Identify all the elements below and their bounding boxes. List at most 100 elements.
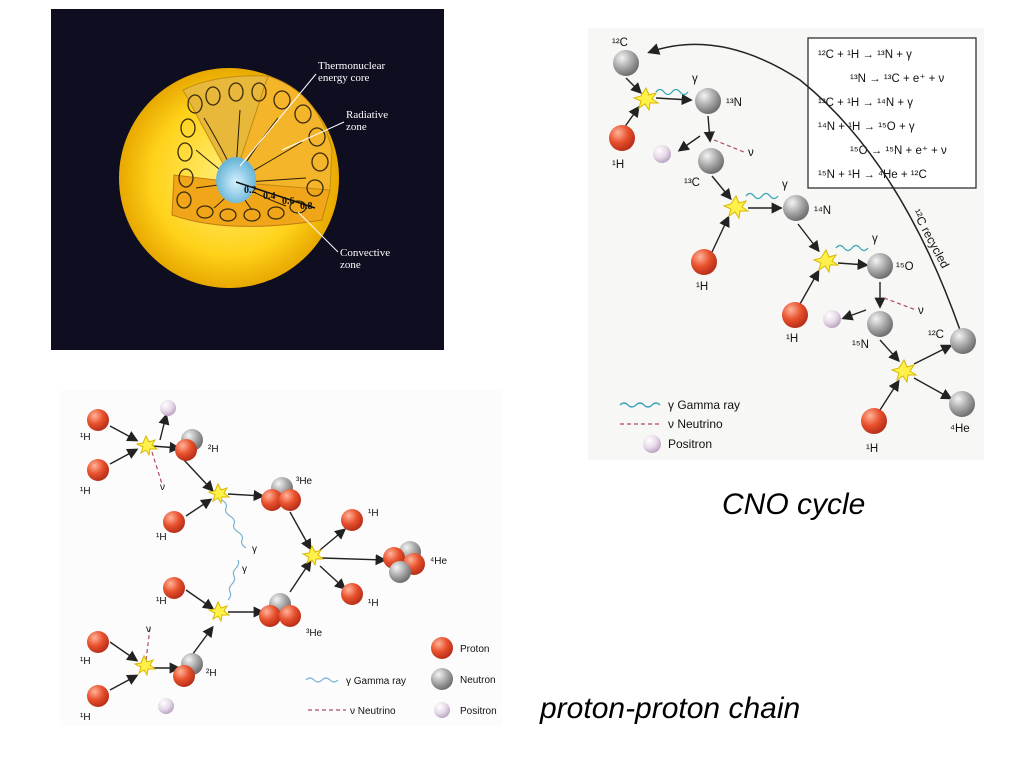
cno-carbon13-nucleus — [698, 148, 724, 174]
cno-oxygen15-nucleus — [867, 253, 893, 279]
convective-label-line1: Convective — [340, 247, 390, 259]
cno-label-h1-b: ¹H — [696, 281, 708, 293]
pp-gamma-wave-top — [221, 499, 247, 549]
pp-proton-a — [87, 409, 109, 431]
pp-proton-d — [163, 577, 185, 599]
pp-legend: Proton Neutron Positron γ Gamma ray ν Ne… — [346, 637, 497, 718]
cno-cycle-diagram: ¹²C + ¹H → ¹³N + γ ¹³N → ¹³C + e⁺ + ν ¹³… — [588, 28, 984, 460]
pp-label-he3-top: ³He — [296, 476, 313, 487]
cno-label-gamma-c: γ — [872, 233, 878, 245]
cno-collision-star-c — [812, 248, 840, 274]
pp-label-h1-f: ¹H — [80, 712, 91, 723]
pp-he3-bot-proton2 — [279, 605, 301, 627]
sun-cutaway-right — [232, 75, 333, 191]
convective-leader-line — [297, 211, 339, 253]
cno-carbon12-product — [950, 328, 976, 354]
pp-collision-star-a — [135, 434, 159, 457]
cno-gamma-wave-a — [655, 88, 689, 96]
pp-collision-star-b — [207, 482, 231, 505]
pp-he3-top-proton1 — [261, 489, 283, 511]
radius-tick-06: 0.6 — [282, 196, 295, 207]
cno-label-h1-a: ¹H — [612, 159, 624, 171]
pp-legend-neutron-swatch — [431, 668, 453, 690]
radiative-leader-line — [281, 121, 345, 151]
pp-legend-gamma-swatch — [305, 677, 339, 683]
pp-legend-proton-label: Proton — [460, 644, 489, 655]
cno-reaction-2: ¹³N → ¹³C + e⁺ + ν — [850, 73, 944, 85]
cno-proton-b — [691, 249, 717, 275]
cno-legend-gamma-swatch — [619, 402, 661, 408]
sun-cutaway-lower — [171, 174, 331, 227]
cno-label-c12-end: ¹²C — [928, 329, 944, 341]
cno-label-n15: ¹⁵N — [852, 339, 869, 351]
cno-label-c12-top: ¹²C — [612, 37, 628, 49]
cno-legend-neutrino-label: ν Neutrino — [668, 417, 723, 431]
cno-label-c13: ¹³C — [684, 177, 700, 189]
cno-carbon12-nucleus — [613, 50, 639, 76]
energy-core — [216, 157, 256, 203]
radius-tick-02: 0.2 — [244, 185, 257, 196]
pp-legend-proton-swatch — [431, 637, 453, 659]
pp-label-h1-a: ¹H — [80, 432, 91, 443]
radius-tick-08: 0.8 — [300, 201, 313, 212]
cno-legend-gamma-label: γ Gamma ray — [668, 398, 740, 412]
pp-neutrino-dash-top — [151, 451, 163, 485]
pp-proton-f — [87, 685, 109, 707]
pp-legend-gamma-label: γ Gamma ray — [346, 676, 406, 687]
cno-reaction-6: ¹⁵N + ¹H → ⁴He + ¹²C — [818, 169, 927, 181]
pp-label-nu-bot: ν — [146, 624, 151, 635]
cno-legend-positron-swatch — [643, 435, 661, 453]
cno-cycle-caption: CNO cycle — [722, 488, 866, 521]
pp-positron-bot — [158, 698, 174, 714]
pp-gamma-wave-bot — [227, 559, 240, 601]
cno-collision-star-a — [632, 86, 660, 112]
pp-proton-out-bot — [341, 583, 363, 605]
pp-label-h1-out-top: ¹H — [368, 508, 379, 519]
cno-gamma-wave-b — [745, 192, 779, 200]
sun-panel: 0.2 0.4 0.6 0.8 Thermonuclear energy cor… — [51, 9, 444, 350]
pp-legend-neutron-label: Neutron — [460, 675, 496, 686]
pp-label-h2-top: ²H — [208, 444, 219, 455]
pp-label-gamma-top: γ — [252, 544, 257, 555]
pp-deuteron-bot-proton — [173, 665, 195, 687]
pp-panel-background — [60, 390, 502, 726]
core-label-line1: Thermonuclear — [318, 60, 386, 72]
pp-proton-out-top — [341, 509, 363, 531]
pp-he3-top-proton2 — [279, 489, 301, 511]
cno-label-n13: ¹³N — [726, 97, 742, 109]
radiative-label-line2: zone — [346, 121, 367, 133]
cno-neutrino-dash-b — [883, 297, 917, 311]
pp-collision-star-c — [207, 600, 231, 623]
pp-label-he4: ⁴He — [430, 556, 448, 567]
core-leader-line — [239, 73, 317, 167]
cno-reaction-4: ¹⁴N + ¹H → ¹⁵O + γ — [818, 121, 915, 133]
pp-collision-star-e — [133, 654, 157, 677]
convective-label-line2: zone — [340, 259, 361, 271]
pp-legend-positron-swatch — [434, 702, 450, 718]
pp-label-he3-bot: ³He — [306, 628, 323, 639]
pp-legend-positron-label: Positron — [460, 706, 497, 717]
cno-label-n14: ¹⁴N — [814, 205, 831, 217]
pp-deuteron-top-proton — [175, 439, 197, 461]
cno-label-nu-a: ν — [748, 147, 754, 159]
sun-cutaway — [182, 75, 269, 184]
pp-legend-neutrino-label: ν Neutrino — [350, 706, 396, 717]
pp-proton-e — [87, 631, 109, 653]
cno-label-h1-c: ¹H — [786, 333, 798, 345]
cno-collision-star-d — [890, 358, 918, 384]
pp-label-h2-bot: ²H — [206, 668, 217, 679]
cno-positron-b — [823, 310, 841, 328]
proton-proton-chain-diagram: ¹H ¹H ²H ν ³He ¹H γ ¹H ⁴He ¹H γ ¹H ³He ν… — [60, 390, 502, 726]
cno-label-nu-b: ν — [918, 305, 924, 317]
cno-positron-a — [653, 145, 671, 163]
pp-label-h1-b: ¹H — [80, 486, 91, 497]
pp-neutrino-dash-bot — [145, 627, 151, 661]
pp-proton-b — [87, 459, 109, 481]
cno-reaction-1: ¹²C + ¹H → ¹³N + γ — [818, 49, 912, 61]
cno-neutrino-dash-a — [713, 139, 745, 153]
convection-cells — [176, 82, 329, 222]
proton-proton-chain-caption: proton-proton chain — [540, 692, 801, 725]
cno-gamma-wave-c — [835, 244, 869, 252]
pp-he3-bot-proton1 — [259, 605, 281, 627]
